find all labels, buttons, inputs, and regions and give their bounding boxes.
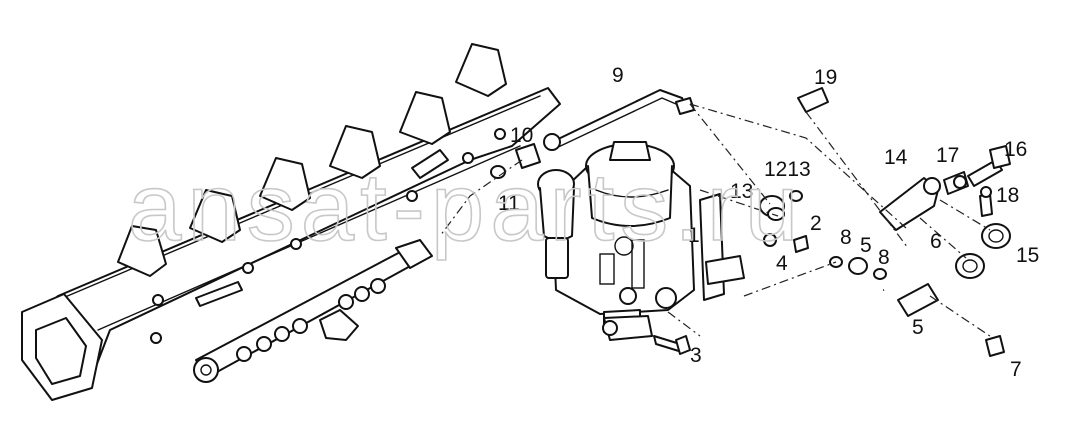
callout-7: 7 xyxy=(1010,358,1022,381)
callout-8b: 8 xyxy=(878,246,890,269)
callout-14: 14 xyxy=(884,146,908,169)
bolt-16 xyxy=(967,145,1011,187)
callout-4: 4 xyxy=(776,252,788,275)
leader-lines xyxy=(439,103,991,337)
callout-1: 1 xyxy=(688,224,700,247)
sensor-14 xyxy=(879,171,969,231)
callout-19: 19 xyxy=(814,66,837,89)
callout-labels: 9 19 10 14 17 16 1213 11 13 18 1 2 8 5 6… xyxy=(498,64,1039,381)
callout-16: 16 xyxy=(1004,138,1027,161)
plug-7 xyxy=(985,335,1005,357)
banjo-12-13 xyxy=(759,190,809,253)
fuel-line xyxy=(543,89,695,151)
watermark-text: ansat-parts.ru xyxy=(128,154,804,261)
callout-2: 2 xyxy=(810,212,822,235)
bolt-18 xyxy=(979,186,993,217)
callout-1213: 1213 xyxy=(764,158,811,181)
lower-pump xyxy=(602,315,653,341)
clamp-15 xyxy=(955,223,1011,279)
callout-17: 17 xyxy=(936,144,959,167)
callout-11: 11 xyxy=(498,192,520,215)
fuel-rail xyxy=(193,239,433,383)
callout-13: 13 xyxy=(730,180,753,203)
callout-9: 9 xyxy=(612,64,624,87)
callout-5b: 5 xyxy=(912,316,924,339)
fuel-filter-assembly xyxy=(537,141,745,333)
callout-8a: 8 xyxy=(840,226,852,249)
callout-10: 10 xyxy=(510,124,533,147)
fitting-19 xyxy=(797,87,829,113)
bolt-3 xyxy=(653,335,691,355)
manifold xyxy=(21,43,561,401)
callout-15: 15 xyxy=(1016,244,1039,267)
callout-18: 18 xyxy=(996,184,1019,207)
callout-3: 3 xyxy=(690,344,702,367)
return-hose-5 xyxy=(831,257,968,384)
callout-6: 6 xyxy=(930,230,942,253)
callout-5a: 5 xyxy=(860,234,872,257)
